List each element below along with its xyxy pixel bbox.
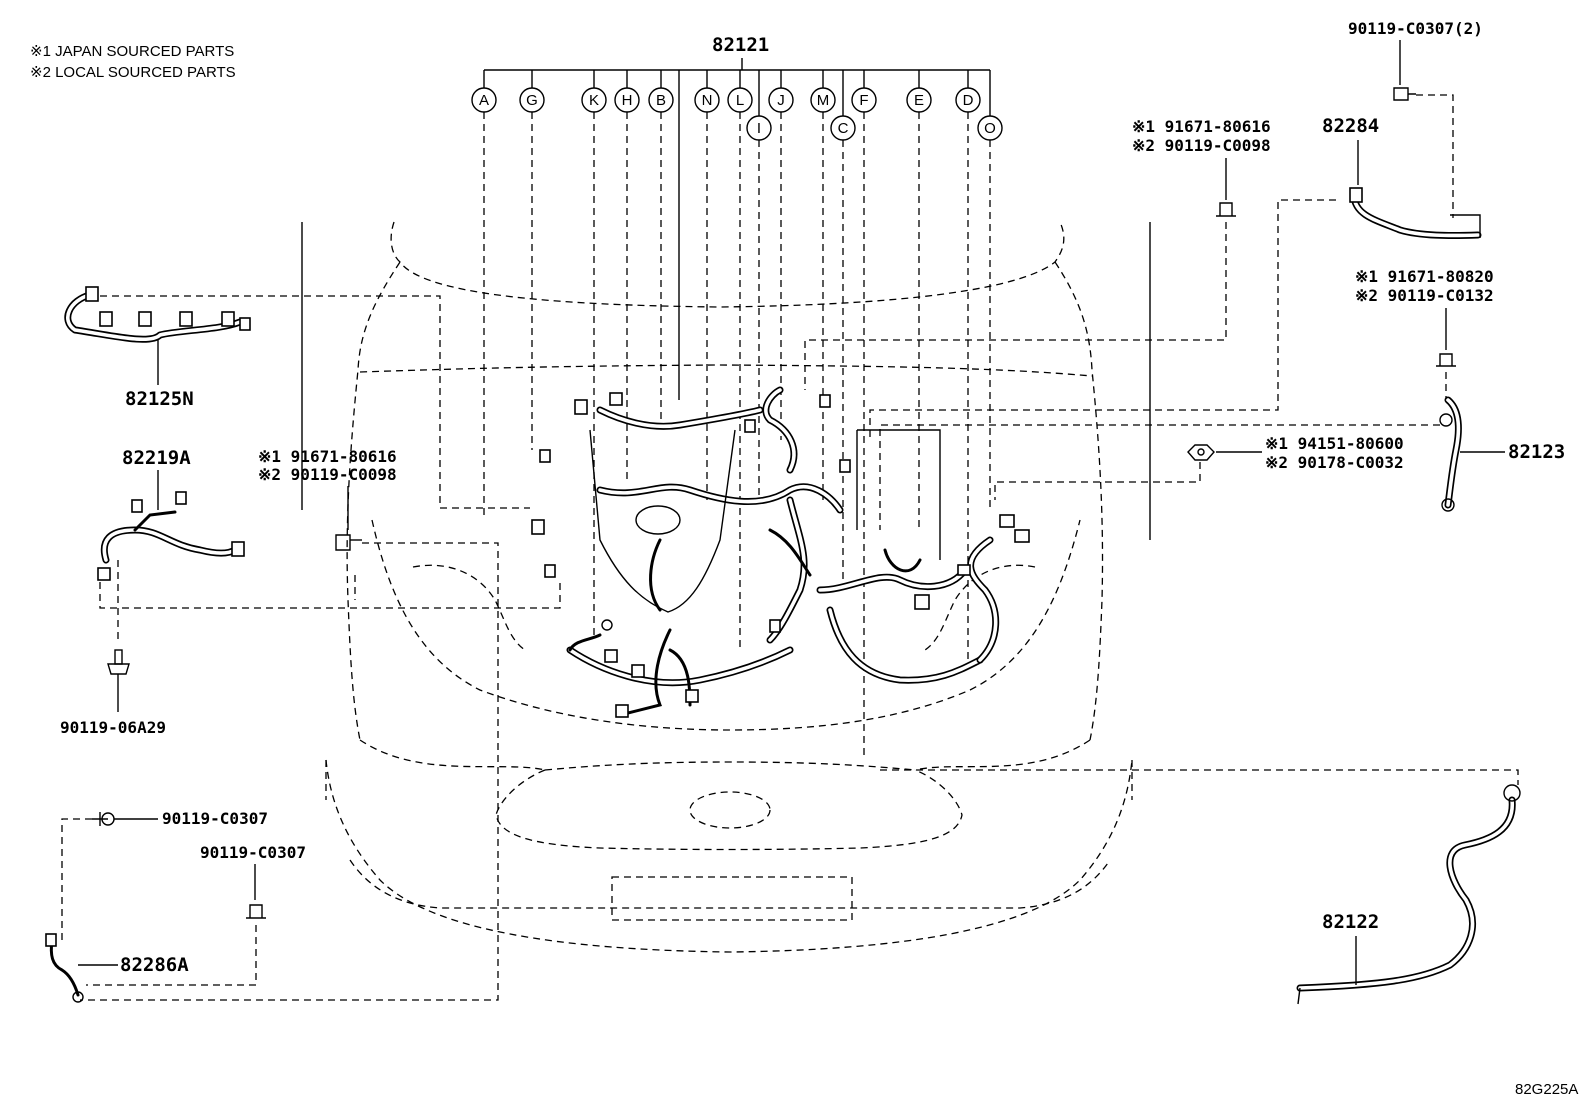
svg-text:82219A: 82219A (122, 447, 191, 469)
svg-text:※2 90119-C0098: ※2 90119-C0098 (258, 465, 397, 484)
svg-text:J: J (777, 92, 785, 109)
callout-O: O (977, 115, 1003, 141)
svg-text:I: I (757, 120, 761, 137)
callout-leaders (483, 112, 991, 760)
callout-C: C (830, 115, 856, 141)
callout-I: I (746, 115, 772, 141)
part-82122: 82122 (880, 769, 1521, 1005)
svg-text:※1 91671-80820: ※1 91671-80820 (1355, 267, 1494, 286)
callout-L: L (727, 87, 753, 113)
label-82121: 82121 (712, 34, 769, 56)
callout-M: M (810, 87, 836, 113)
part-82123: ※1 91671-80820 ※2 90119-C0132 82123 (879, 267, 1565, 530)
svg-text:※2 90119-C0098: ※2 90119-C0098 (1132, 136, 1271, 155)
callout-G: G (519, 87, 545, 113)
svg-text:90119-C0307: 90119-C0307 (162, 809, 268, 828)
part-82286A: 90119-C0307 90119-C0307 82286A (45, 809, 306, 1003)
svg-text:82125N: 82125N (125, 388, 194, 410)
svg-text:E: E (914, 92, 924, 109)
callout-H: H (614, 87, 640, 113)
svg-text:L: L (736, 92, 744, 109)
callout-B: B (648, 87, 674, 113)
svg-text:D: D (963, 92, 974, 109)
svg-text:M: M (817, 92, 830, 109)
callout-J: J (768, 87, 794, 113)
part-82125N: 82125N (64, 286, 530, 509)
note-local-sourced: ※2 LOCAL SOURCED PARTS (30, 64, 236, 81)
callout-N: N (694, 87, 720, 113)
svg-text:A: A (479, 92, 489, 109)
svg-text:※1 94151-80600: ※1 94151-80600 (1265, 434, 1404, 453)
callout-F: F (851, 87, 877, 113)
part-90119-06A29: 90119-06A29 (60, 649, 166, 737)
figure-code: 82G225A (1515, 1081, 1578, 1098)
callout-bus (483, 58, 991, 400)
svg-text:O: O (984, 120, 996, 137)
callout-K: K (581, 87, 607, 113)
vehicle-body (301, 221, 1151, 953)
main-harness-82121 (531, 386, 1030, 718)
svg-text:※1 91671-80616: ※1 91671-80616 (258, 447, 397, 466)
svg-text:K: K (589, 92, 599, 109)
svg-text:90119-C0307(2): 90119-C0307(2) (1348, 19, 1483, 38)
part-82284: 90119-C0307(2) 82284 (869, 19, 1483, 440)
svg-text:90119-06A29: 90119-06A29 (60, 718, 166, 737)
callout-circles: A G K H B N L J M F E D I C O (471, 87, 1003, 141)
callout-E: E (906, 87, 932, 113)
svg-text:82122: 82122 (1322, 911, 1379, 933)
svg-text:※2 90178-C0032: ※2 90178-C0032 (1265, 453, 1404, 472)
svg-text:82123: 82123 (1508, 441, 1565, 463)
svg-text:82284: 82284 (1322, 115, 1379, 137)
svg-text:82286A: 82286A (120, 954, 189, 976)
note-japan-sourced: ※1 JAPAN SOURCED PARTS (30, 43, 234, 60)
svg-text:G: G (526, 92, 538, 109)
svg-text:※1 91671-80616: ※1 91671-80616 (1132, 117, 1271, 136)
svg-text:H: H (622, 92, 633, 109)
bolt-left-91671-80616: ※1 91671-80616 ※2 90119-C0098 (80, 447, 499, 1001)
svg-text:C: C (838, 120, 849, 137)
bolt-right-91671-80616: ※1 91671-80616 ※2 90119-C0098 (804, 117, 1271, 390)
callout-A: A (471, 87, 497, 113)
svg-text:B: B (656, 92, 666, 109)
svg-text:N: N (702, 92, 713, 109)
callout-D: D (955, 87, 981, 113)
nut-94151-80600: ※1 94151-80600 ※2 90178-C0032 (994, 434, 1404, 500)
svg-text:F: F (859, 92, 868, 109)
svg-text:※2 90119-C0132: ※2 90119-C0132 (1355, 286, 1494, 305)
part-82219A: 82219A (97, 447, 561, 640)
svg-text:90119-C0307: 90119-C0307 (200, 843, 306, 862)
